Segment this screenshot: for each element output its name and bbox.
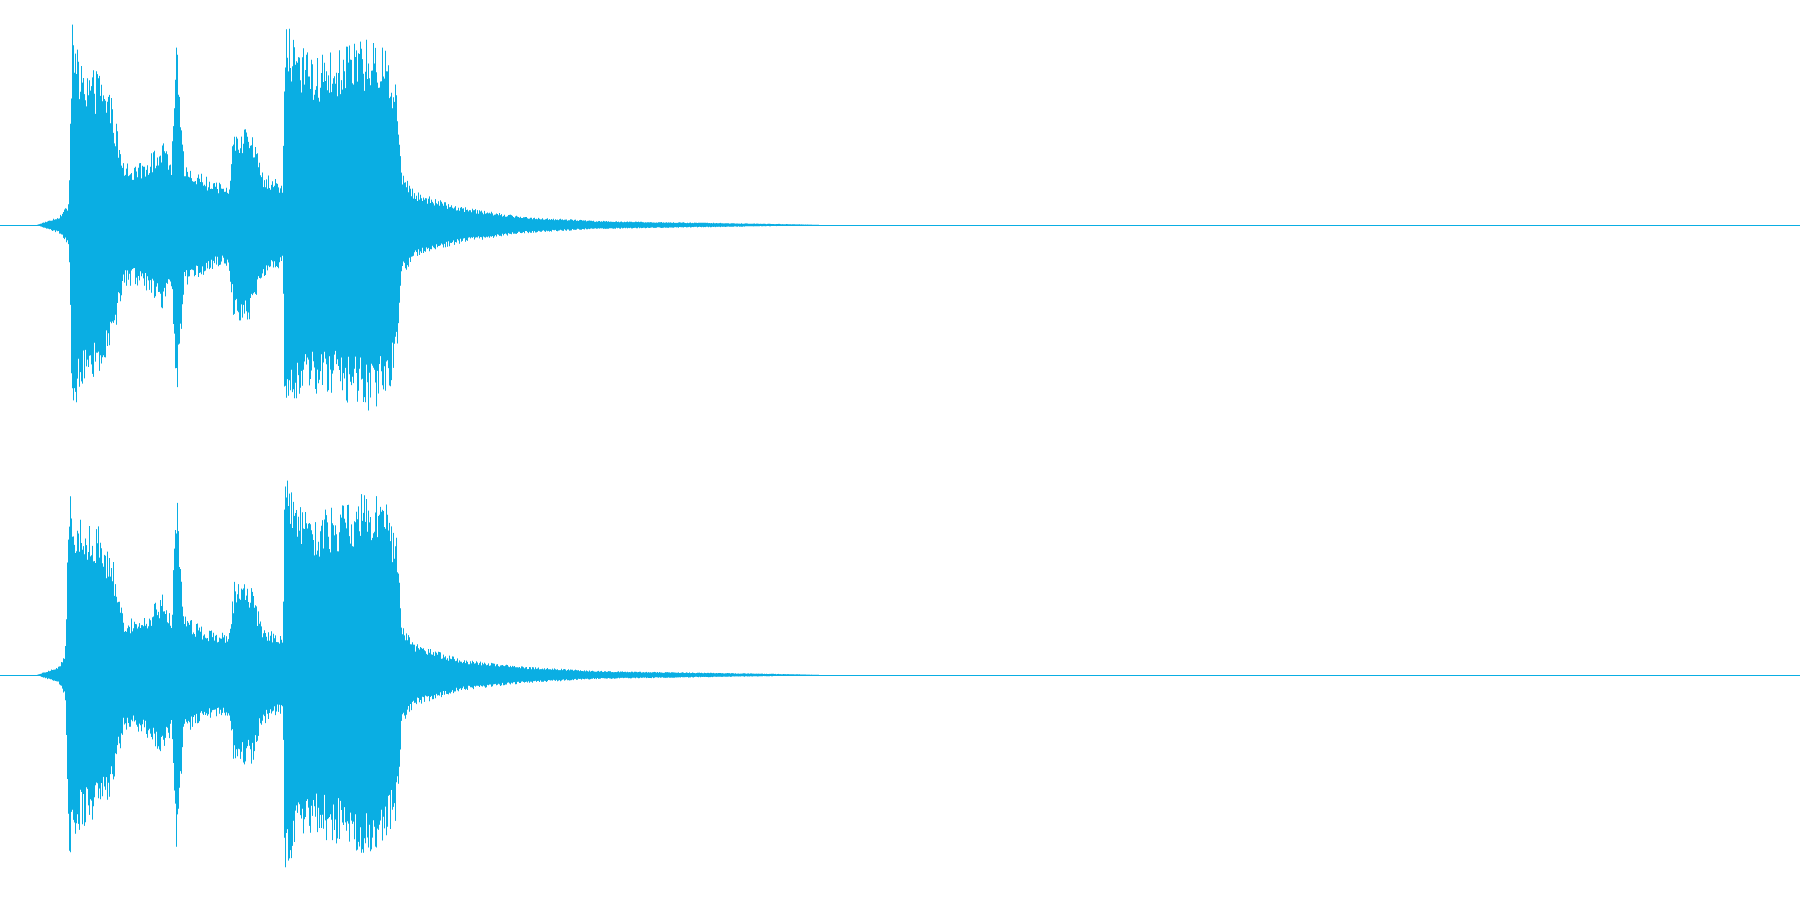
channel-1-track (0, 24, 1800, 411)
channel-1-waveform (37, 24, 819, 411)
channel-2-track (0, 480, 1800, 868)
channel-2-waveform (37, 480, 819, 868)
